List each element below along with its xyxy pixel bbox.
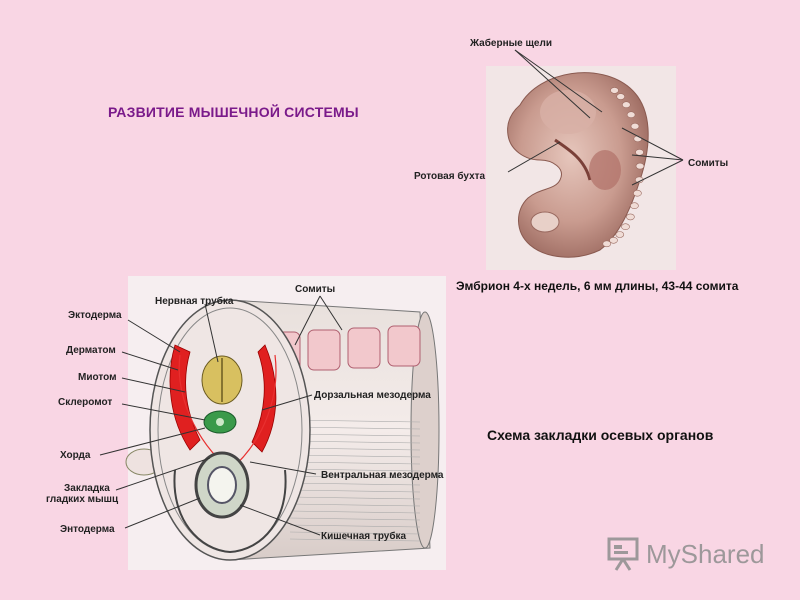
hatch-line xyxy=(289,496,421,500)
label-smooth-muscle-2: гладких мышц xyxy=(46,494,119,505)
embryo-leader-lines xyxy=(507,49,684,186)
hatch-line xyxy=(289,489,421,493)
label-gill-slits: Жаберные щели xyxy=(469,37,552,49)
embryo-somite xyxy=(609,237,618,244)
embryo-somite xyxy=(630,122,640,130)
ventral-mesoderm-outline xyxy=(173,469,287,554)
label-embryo-somites: Сомиты xyxy=(688,158,728,169)
gut-lumen xyxy=(207,466,237,504)
label-dorsal-mesoderm: Дорзальная мезодерма xyxy=(314,390,431,401)
embryo-somite xyxy=(616,93,626,100)
hatch-line xyxy=(289,524,421,528)
embryo-somite xyxy=(621,101,631,108)
label-gut-tube: Кишечная трубка xyxy=(321,530,407,542)
hatch-line xyxy=(289,433,421,437)
embryo-head xyxy=(540,90,596,134)
hatch-line xyxy=(289,461,421,465)
embryo-somite xyxy=(635,162,645,170)
hatch-line xyxy=(289,454,421,458)
label-endoderm: Энтодерма xyxy=(60,524,115,535)
label-sclerotome: Склеромот xyxy=(58,397,112,408)
cylinder-hatching xyxy=(289,419,421,542)
hatch-line xyxy=(289,426,421,430)
embryo-somite xyxy=(633,189,642,197)
hatch-line xyxy=(289,538,421,542)
scheme-somite-block xyxy=(307,329,341,371)
embryo-somite xyxy=(626,111,636,118)
hatch-line xyxy=(289,482,421,486)
embryo-illustration xyxy=(486,66,676,270)
hatch-line xyxy=(289,468,421,472)
hatch-line xyxy=(289,447,421,451)
scheme-somite-block xyxy=(347,327,381,369)
page-title: РАЗВИТИЕ МЫШЕЧНОЙ СИСТЕМЫ xyxy=(108,104,359,120)
label-ectoderm: Эктодерма xyxy=(68,310,122,321)
scheme-somites xyxy=(267,325,421,373)
scheme-somite-block xyxy=(387,325,421,367)
cylinder-far-end xyxy=(410,311,440,549)
label-chord: Хорда xyxy=(60,450,91,461)
scheme-leader-lines xyxy=(99,295,343,536)
myotome-left xyxy=(169,344,201,451)
hatch-line xyxy=(289,510,421,514)
scheme-caption: Схема закладки осевых органов xyxy=(487,427,714,443)
label-ventral-mesoderm: Вентральная мезодерма xyxy=(321,470,444,481)
embryo-somite xyxy=(602,240,612,248)
chord-center xyxy=(216,418,224,426)
label-neural-tube: Нервная трубка xyxy=(155,295,234,307)
axial-organs-scheme xyxy=(125,276,446,570)
embryo-caption: Эмбрион 4-х недель, 6 мм длины, 43-44 со… xyxy=(456,279,739,293)
embryo-somite xyxy=(610,87,619,94)
hatch-line xyxy=(289,475,421,479)
watermark: MyShared xyxy=(606,534,765,574)
hatch-line xyxy=(289,440,421,444)
label-oral-bay: Ротовая бухта xyxy=(414,170,486,182)
myotome-right xyxy=(251,344,277,453)
label-scheme-somites: Сомиты xyxy=(295,284,335,295)
hatch-line xyxy=(289,419,421,423)
label-myotome: Миотом xyxy=(78,372,116,383)
embryo-somite xyxy=(621,223,630,230)
embryo-somite xyxy=(635,149,644,156)
embryo-heart-bulge xyxy=(589,150,621,190)
hatch-line xyxy=(289,517,421,521)
hatch-line xyxy=(289,503,421,507)
label-smooth-muscle-1: Закладка xyxy=(64,483,110,494)
embryo-limb-bud xyxy=(530,211,560,233)
embryo-somite xyxy=(626,213,635,221)
presentation-board-icon xyxy=(607,537,639,571)
embryo-somite xyxy=(615,231,625,238)
label-dermatome: Дерматом xyxy=(66,345,116,356)
embryo-somite xyxy=(630,202,639,209)
watermark-text: MyShared xyxy=(646,538,765,569)
